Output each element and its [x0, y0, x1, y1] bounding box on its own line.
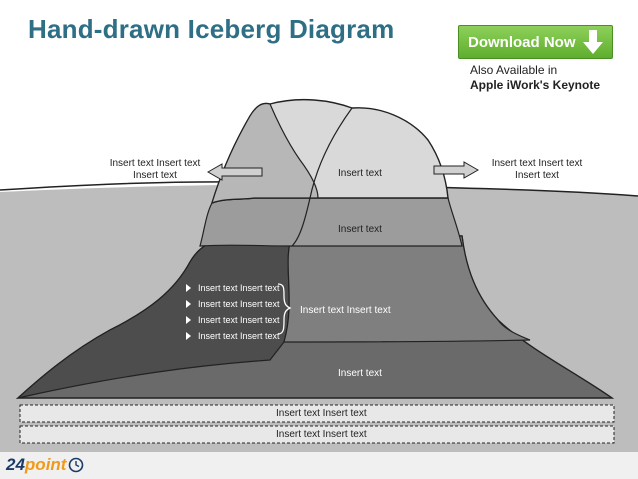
list-item: Insert text Insert text	[186, 280, 280, 296]
left-callout: Insert text Insert text Insert text	[90, 158, 220, 182]
ground-band-1	[19, 404, 615, 423]
keynote-line: Apple iWork's Keynote	[470, 78, 600, 92]
left-callout-line1: Insert text Insert text	[109, 158, 201, 169]
arrow-down-icon	[583, 30, 603, 54]
bullet-brace	[277, 283, 292, 335]
logo-number: 24	[6, 455, 25, 474]
ground-band-1-label: Insert text Insert text	[276, 408, 367, 419]
iceberg-upper-band	[199, 197, 463, 247]
bullet-arrow-icon	[186, 332, 191, 340]
brand-logo: 24 point	[6, 455, 84, 475]
download-button[interactable]: Download Now	[458, 25, 613, 59]
band1-label: Insert text	[338, 224, 382, 235]
page-title: Hand-drawn Iceberg Diagram	[28, 14, 395, 44]
right-callout-line2: Insert text	[515, 170, 559, 181]
left-callout-line2: Insert text	[133, 170, 177, 181]
right-arrow-icon	[433, 161, 480, 179]
ground-band-2-label: Insert text Insert text	[276, 429, 367, 440]
also-available-line: Also Available in	[470, 63, 558, 77]
bullet-arrow-icon	[186, 316, 191, 324]
base-label: Insert text	[338, 368, 382, 379]
ground-band-2	[19, 425, 615, 444]
iceberg-tip-shadow	[211, 102, 319, 204]
list-item: Insert text Insert text	[186, 312, 280, 328]
right-callout: Insert text Insert text Insert text	[472, 158, 602, 182]
download-button-label: Download Now	[468, 33, 576, 51]
clock-icon	[69, 457, 84, 473]
bullet-arrow-icon	[186, 284, 191, 292]
list-item: Insert text Insert text	[186, 296, 280, 312]
also-available-note: Also Available in Apple iWork's Keynote	[470, 63, 600, 93]
left-arrow-icon	[206, 163, 263, 181]
right-callout-line1: Insert text Insert text	[491, 158, 583, 169]
band2-label: Insert text Insert text	[300, 305, 391, 316]
tip-label: Insert text	[338, 168, 382, 179]
footer-strip	[0, 452, 638, 479]
iceberg-crack	[291, 107, 353, 247]
bullet-list: Insert text Insert text Insert text Inse…	[186, 280, 280, 344]
logo-word: point	[24, 455, 67, 474]
list-item: Insert text Insert text	[186, 328, 280, 344]
bullet-arrow-icon	[186, 300, 191, 308]
